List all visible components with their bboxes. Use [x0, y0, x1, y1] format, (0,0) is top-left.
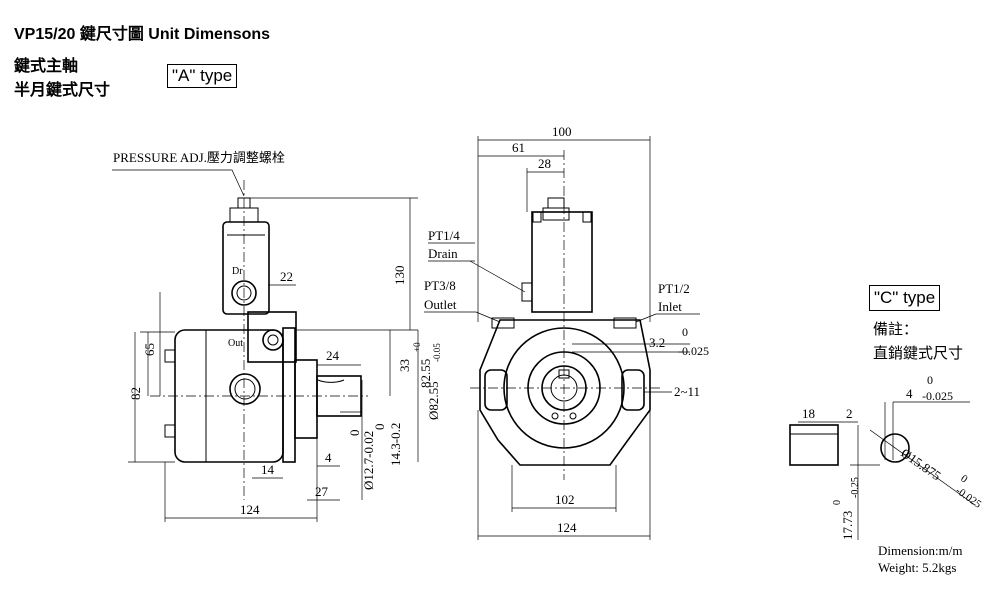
dim-65: 65 [142, 343, 157, 356]
pilot [294, 359, 318, 439]
c-height-up: 0 [832, 500, 843, 505]
dim-82-55-tol-up: +0 [412, 342, 422, 352]
dim-27: 27 [315, 484, 329, 499]
subtitle-keyed-shaft: 鍵式主軸 [14, 58, 79, 75]
dim-82-55-tol-dn: -0.05 [432, 343, 442, 362]
key-width-front-up: 0 [682, 325, 688, 339]
bolt-hole: 2~11 [674, 384, 700, 399]
side-view: PRESSURE ADJ.壓力調整螺栓 Dr Out [112, 150, 442, 522]
c-shaft-dia: Ø15.875 [898, 445, 944, 483]
dim-82-55-value: 82.55 [418, 359, 433, 388]
dim-28: 28 [538, 156, 551, 171]
page-title: VP15/20 鍵尺寸圖 Unit Dimensons [14, 26, 271, 43]
c-height: 17.73 [840, 511, 855, 540]
dim-82: 82 [128, 387, 143, 400]
shaft-dia: Ø12.7-0.02 [361, 431, 376, 490]
type-a-label: "A" type [167, 64, 238, 88]
type-c-note: 備註： [873, 321, 919, 338]
mount-ear-left [484, 369, 508, 411]
shaft-dia-zero: 0 [347, 430, 362, 437]
pt14-label: PT1/4 [428, 228, 460, 243]
c-height-dn: -0.25 [850, 477, 861, 498]
front-cover [531, 211, 593, 313]
c-dim-2: 2 [846, 406, 853, 421]
pressure-adj-leader [112, 169, 245, 197]
c-key-width-up: 0 [927, 373, 933, 387]
out-label: Out [228, 338, 243, 349]
side-flange [282, 327, 296, 463]
front-body [479, 319, 651, 466]
key-width-front: 3.2 [649, 335, 665, 350]
type-c-label: "C" type [869, 285, 941, 311]
dim-61: 61 [512, 140, 525, 155]
type-c-note-detail: 直銷鍵式尺寸 [873, 345, 964, 362]
c-key-width: 4 [906, 386, 913, 401]
inlet-label: Inlet [658, 299, 682, 314]
type-c-view: 18 2 4 0 -0.025 Ø15.875 0 -0.025 17.73 0… [789, 373, 984, 540]
outlet-block [247, 311, 297, 363]
pump-cover [222, 221, 270, 315]
subtitle-woodruff-key: 半月鍵式尺寸 [14, 82, 111, 99]
dim-82-55: Ø82.55 [426, 381, 441, 420]
drain-port [231, 280, 257, 306]
c-key-width-dn: -0.025 [922, 389, 953, 403]
c-shaft-circle [880, 433, 910, 463]
dim-22: 22 [280, 269, 293, 284]
pressure-adj-text: PRESSURE ADJ.壓力調整螺栓 [113, 150, 285, 165]
mount-ear-right [621, 369, 645, 411]
dr-label: Dr [232, 266, 243, 277]
weight-label: Weight: 5.2kgs [878, 560, 957, 575]
outlet-label: Outlet [424, 297, 457, 312]
key-height: 14.3-0.2 [388, 423, 403, 466]
c-shaft-dia-dn: -0.025 [953, 485, 984, 511]
dim-130: 130 [392, 266, 407, 286]
dim-4: 4 [325, 450, 332, 465]
dimension-unit: Dimension:m/m [878, 543, 963, 558]
c-dim-18: 18 [802, 406, 815, 421]
inlet-port-side [229, 373, 261, 405]
pt12-label: PT1/2 [658, 281, 690, 296]
dim-102: 102 [555, 492, 575, 507]
drain-label: Drain [428, 246, 458, 261]
dim-100: 100 [552, 124, 572, 139]
dim-14: 14 [261, 462, 275, 477]
dim-33: 33 [397, 359, 412, 372]
dim-124-side: 124 [240, 502, 260, 517]
pt38-label: PT3/8 [424, 278, 456, 293]
dim-24: 24 [326, 348, 340, 363]
c-shaft-dia-up: 0 [958, 473, 970, 486]
key-height-zero: 0 [372, 424, 387, 431]
woodruff-key [317, 379, 345, 383]
key-width-front-dn: -0.025 [678, 344, 709, 358]
c-shaft [789, 424, 839, 466]
front-view: 100 61 28 PT1/4 Drain PT3/8 Outlet PT1/2… [424, 124, 709, 540]
outlet-port-side [262, 329, 284, 351]
dim-124-front: 124 [557, 520, 577, 535]
